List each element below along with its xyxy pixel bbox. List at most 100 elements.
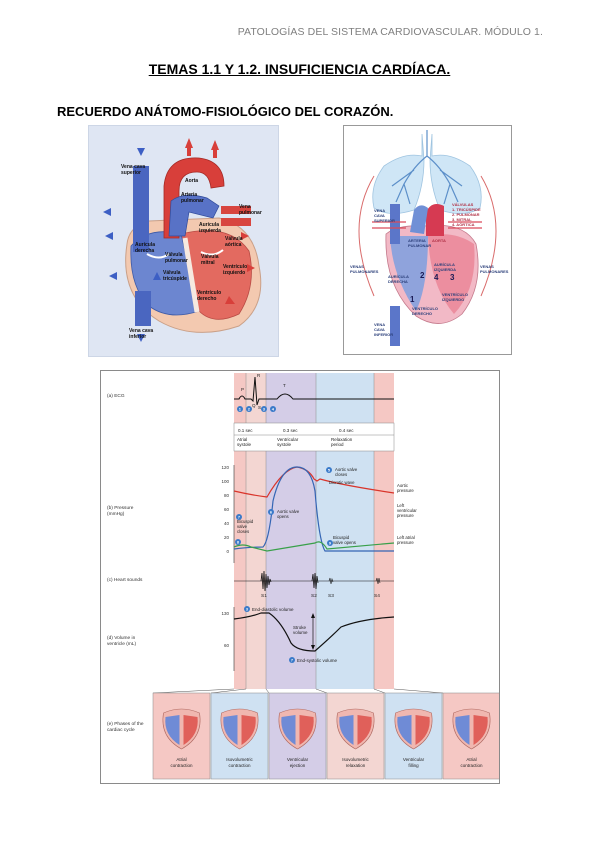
page-title: TEMAS 1.1 Y 1.2. INSUFICIENCIA CARDÍACA. bbox=[148, 61, 451, 77]
label-valvula-mitral: Válvula mitral bbox=[201, 254, 220, 266]
sound-label-s3: S3 bbox=[328, 593, 334, 599]
volume-marker-7: 7 bbox=[291, 658, 293, 662]
sound-s1-trace bbox=[260, 570, 272, 592]
label-vena-pulmonar: Vena pulmonar bbox=[239, 204, 262, 216]
phase-right-chambers bbox=[397, 715, 412, 745]
label-la-pressure: Left atrial pressure bbox=[397, 535, 416, 545]
row-label-pressure: (b) Pressure (mmHg) bbox=[107, 505, 135, 517]
label-lv-pressure: Left ventricular pressure bbox=[397, 503, 418, 518]
ecg-marker-3: 3 bbox=[263, 407, 266, 412]
label-aorta: Aorta bbox=[185, 178, 198, 184]
phase-right-chambers bbox=[455, 715, 470, 745]
pressure-marker-9: 9 bbox=[329, 541, 331, 545]
row-label-phases: (e) Phases of the cardiac cycle bbox=[107, 721, 145, 733]
volume-curve bbox=[233, 612, 395, 652]
sound-s2-trace bbox=[311, 572, 319, 590]
volume-tick-130: 130 bbox=[221, 611, 229, 616]
label-vena-cava-inferior-r: VENA CAVA INFERIOR bbox=[374, 322, 393, 337]
phase-left-chambers bbox=[357, 715, 372, 745]
label-vena-cava-inferior: Vena cava inferior bbox=[129, 328, 155, 340]
period-relaxation: Relaxation period bbox=[331, 437, 354, 447]
pressure-tick-120: 120 bbox=[221, 465, 229, 470]
label-aorta-r: AORTA bbox=[432, 238, 446, 243]
pressure-tick-60: 60 bbox=[224, 507, 230, 512]
sound-label-s2: S2 bbox=[311, 593, 317, 599]
ecg-trace bbox=[234, 376, 394, 406]
pressure-tick-20: 20 bbox=[224, 535, 230, 540]
lv-pressure-curve bbox=[233, 466, 394, 552]
phase-right-chambers bbox=[339, 715, 354, 745]
ecg-marker-1: 1 bbox=[239, 407, 242, 412]
valve-number-4: 4 bbox=[434, 273, 439, 282]
ecg-wave-q: Q bbox=[252, 403, 256, 408]
row-label-volume: (d) Volume in ventricle (mL) bbox=[107, 635, 137, 647]
label-valvula-pulmonar: Válvula pulmonar bbox=[165, 252, 188, 264]
pressure-marker-5: 5 bbox=[328, 468, 330, 472]
section-subtitle: RECUERDO ANÁTOMO-FISIOLÓGICO DEL CORAZÓN… bbox=[57, 104, 394, 119]
label-vena-cava-superior: Vena cava superior bbox=[121, 164, 147, 176]
ecg-wave-t: T bbox=[283, 383, 286, 388]
label-valvula-tricuspide: Válvula tricúspide bbox=[163, 270, 187, 282]
phase-left-chambers bbox=[241, 715, 256, 745]
running-header: PATOLOGÍAS DEL SISTEMA CARDIOVASCULAR. M… bbox=[237, 26, 543, 38]
phase-left-chambers bbox=[183, 715, 198, 745]
valve-number-1: 1 bbox=[410, 295, 415, 304]
label-aortic-closes: Aortic valve closes bbox=[335, 467, 358, 477]
label-venas-pulmonares-der: VENAS PULMONARES bbox=[480, 264, 509, 274]
duration-ventricular: 0.3 sec bbox=[283, 428, 298, 433]
ecg-wave-s: S bbox=[258, 405, 261, 410]
label-aortic-pressure: Aortic pressure bbox=[397, 483, 414, 493]
label-end-diastolic: End-diastolic volume bbox=[252, 607, 294, 612]
label-vena-cava-superior-r: VENA CAVA SUPERIOR bbox=[374, 208, 395, 223]
duration-atrial: 0.1 sec bbox=[238, 428, 253, 433]
label-auricula-izquierda-r: AURÍCULA IZQUIERDA bbox=[434, 262, 456, 272]
pressure-tick-0: 0 bbox=[226, 549, 229, 554]
volume-tick-60: 60 bbox=[224, 643, 230, 648]
phase-right-chambers bbox=[281, 715, 296, 745]
label-bicuspid-opens: Bicuspid valve opens bbox=[333, 535, 356, 545]
phase-right-chambers bbox=[165, 715, 180, 745]
phase-right-chambers bbox=[223, 715, 238, 745]
valve-number-3: 3 bbox=[450, 273, 455, 282]
label-arteria-pulmonar: Arteria pulmonar bbox=[181, 192, 204, 204]
ecg-wave-p: P bbox=[241, 387, 244, 392]
label-aortic-opens: Aortic valve opens bbox=[277, 509, 300, 519]
pressure-marker-6: 6 bbox=[270, 510, 272, 514]
phase-left-chambers bbox=[299, 715, 314, 745]
sound-s3-trace bbox=[328, 577, 334, 585]
label-valvula-aortica: Válvula aórtica bbox=[225, 236, 244, 248]
ecg-marker-2: 2 bbox=[248, 407, 251, 412]
pressure-tick-80: 80 bbox=[224, 493, 230, 498]
label-ventriculo-derecho: Ventrículo derecho bbox=[197, 290, 223, 302]
label-auricula-derecha-r: AURÍCULA DERECHA bbox=[388, 274, 410, 284]
valve-number-2: 2 bbox=[420, 271, 425, 280]
pressure-tick-40: 40 bbox=[224, 521, 230, 526]
la-pressure-curve bbox=[233, 541, 395, 552]
label-venas-pulmonares-izq: VENAS PULMONARES bbox=[350, 264, 379, 274]
pressure-marker-7: 7 bbox=[238, 515, 240, 519]
period-atrial: Atrial systole bbox=[237, 437, 252, 447]
sound-s4-trace bbox=[375, 577, 381, 585]
phase-left-chambers bbox=[415, 715, 430, 745]
label-ventriculo-izquierdo: Ventrículo izquierdo bbox=[223, 264, 249, 276]
label-dicrotic: Dicrotic wave bbox=[329, 480, 355, 485]
label-valvulas: VÁLVULAS 1. TRICÚSPIDE 2. PULMONAR 3. MI… bbox=[452, 202, 482, 227]
label-ventriculo-derecho-r: VENTRÍCULO DERECHO bbox=[412, 306, 439, 316]
heart-anatomy-svg: Vena cava superior Aorta Arteria pulmona… bbox=[89, 126, 278, 356]
cardiac-cycle-figure: (a) ECG (b) Pressure (mmHg) (c) Heart so… bbox=[100, 370, 501, 784]
label-arteria-pulmonar-r: ARTERIA PULMONAR bbox=[408, 238, 431, 248]
label-ventriculo-izquierdo-r: VENTRÍCULO IZQUIERDO bbox=[442, 292, 469, 302]
row-label-sounds: (c) Heart sounds bbox=[107, 577, 143, 583]
heart-anatomy-figure: Vena cava superior Aorta Arteria pulmona… bbox=[88, 125, 279, 357]
